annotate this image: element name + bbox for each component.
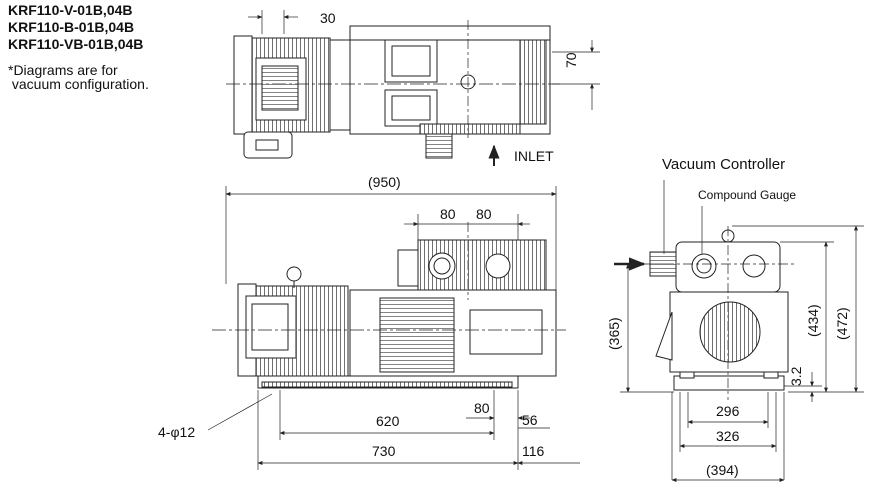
compound-gauge-label: Compound Gauge bbox=[698, 188, 797, 202]
dim-30: 30 bbox=[320, 10, 336, 26]
top-view bbox=[226, 10, 600, 166]
dim-326: 326 bbox=[716, 428, 740, 444]
dim-116: 116 bbox=[522, 443, 545, 459]
inlet-label: INLET bbox=[514, 148, 554, 164]
model-line-2: KRF110-B-01B,04B bbox=[8, 19, 135, 35]
dim-365: (365) bbox=[606, 317, 622, 350]
note-line-1: *Diagrams are for bbox=[8, 62, 118, 78]
dim-3-2: 3.2 bbox=[788, 366, 804, 386]
dim-296: 296 bbox=[716, 403, 740, 419]
dim-80-right: 80 bbox=[476, 206, 492, 222]
dim-56: 56 bbox=[522, 412, 538, 428]
model-line-3: KRF110-VB-01B,04B bbox=[8, 36, 144, 52]
side-view bbox=[614, 180, 864, 482]
dim-80-bottom: 80 bbox=[474, 400, 490, 416]
note-line-2: vacuum configuration. bbox=[8, 76, 149, 92]
holes-label: 4-φ12 bbox=[158, 424, 196, 440]
model-line-1: KRF110-V-01B,04B bbox=[8, 2, 133, 18]
dim-70: 70 bbox=[563, 52, 579, 68]
dim-472: (472) bbox=[834, 307, 850, 340]
dim-80-left: 80 bbox=[440, 206, 456, 222]
dim-950: (950) bbox=[368, 174, 401, 190]
front-view bbox=[207, 186, 580, 470]
dim-394: (394) bbox=[706, 462, 739, 478]
vacuum-controller-label: Vacuum Controller bbox=[662, 156, 786, 173]
dim-730: 730 bbox=[372, 443, 396, 459]
dim-434: (434) bbox=[805, 304, 821, 337]
dim-620: 620 bbox=[376, 413, 400, 429]
